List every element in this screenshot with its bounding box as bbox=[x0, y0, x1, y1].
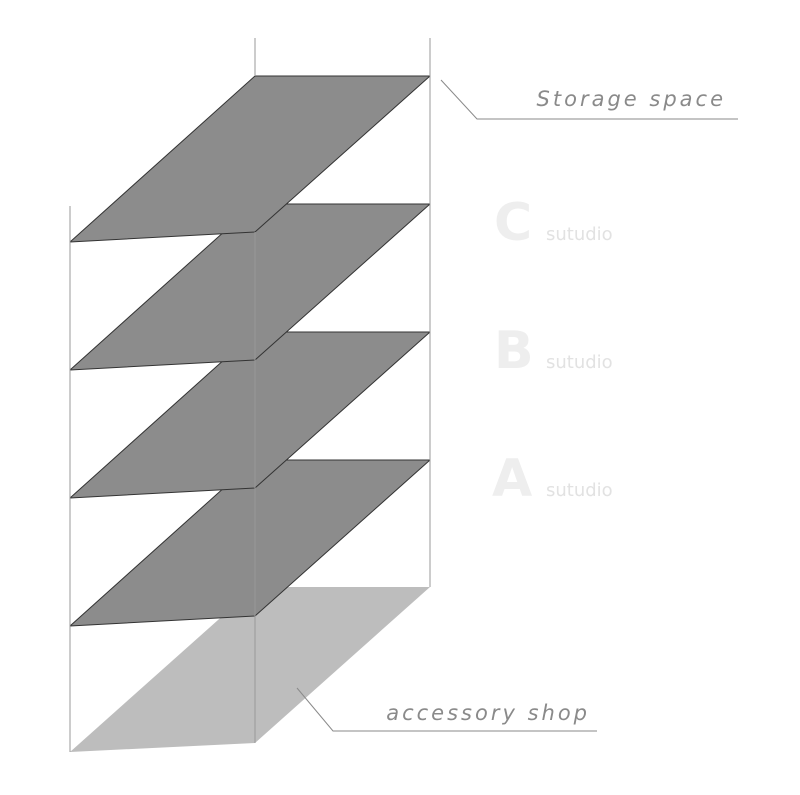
ground-floor-slab bbox=[70, 587, 430, 752]
floor-b-word: sutudio bbox=[546, 352, 613, 373]
storage-space-label: Storage space bbox=[537, 87, 726, 111]
shop-callout-leader bbox=[296, 687, 597, 732]
floor-a-letter: A bbox=[492, 449, 532, 509]
floor-c-word: sutudio bbox=[546, 224, 613, 245]
floor-c-letter: C bbox=[494, 193, 532, 253]
storage-callout-leader bbox=[440, 79, 738, 120]
floor-b-letter: B bbox=[494, 321, 534, 381]
floor-a-word: sutudio bbox=[546, 480, 613, 501]
accessory-shop-label: accessory shop bbox=[386, 701, 590, 725]
